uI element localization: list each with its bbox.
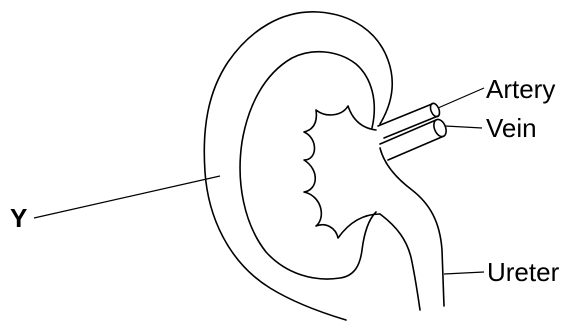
vein-leader-line (445, 126, 482, 128)
artery-leader-line (438, 88, 484, 108)
hilum-lower-edge (380, 148, 444, 306)
label-vein: Vein (486, 113, 537, 143)
label-y: Y (10, 203, 27, 233)
ureter-leader-line (444, 272, 484, 274)
kidney-inner-outline (240, 52, 376, 279)
label-ureter: Ureter (487, 257, 560, 287)
vein-vessel (380, 118, 448, 160)
ureter-inner-wall (380, 214, 420, 310)
renal-pelvis-outline (304, 106, 380, 238)
y-leader-line (34, 176, 220, 218)
label-artery: Artery (486, 74, 555, 104)
